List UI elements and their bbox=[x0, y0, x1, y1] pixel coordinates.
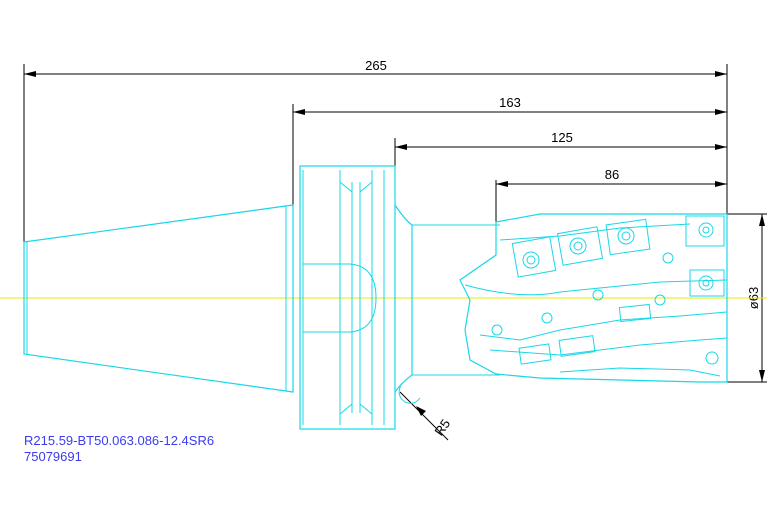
dimension-163: 163 bbox=[293, 95, 727, 115]
dimension-diameter: ø63 bbox=[746, 214, 765, 382]
radius-callout: R5 bbox=[399, 391, 453, 441]
dimension-265: 265 bbox=[24, 58, 727, 77]
taper-shank bbox=[23, 204, 294, 393]
cutter-body bbox=[459, 213, 728, 383]
part-designation: R215.59-BT50.063.086-12.4SR6 bbox=[24, 433, 214, 448]
dimension-163-label: 163 bbox=[499, 95, 521, 110]
dimension-265-label: 265 bbox=[365, 58, 387, 73]
item-number: 75079691 bbox=[24, 449, 82, 464]
dimension-86-label: 86 bbox=[605, 167, 619, 182]
dimension-125: 125 bbox=[395, 130, 727, 150]
flange bbox=[299, 165, 396, 430]
neck bbox=[394, 204, 500, 404]
dimension-125-label: 125 bbox=[551, 130, 573, 145]
radius-label: R5 bbox=[431, 416, 453, 438]
extension-lines bbox=[23, 64, 767, 383]
dimension-86: 86 bbox=[496, 167, 727, 187]
